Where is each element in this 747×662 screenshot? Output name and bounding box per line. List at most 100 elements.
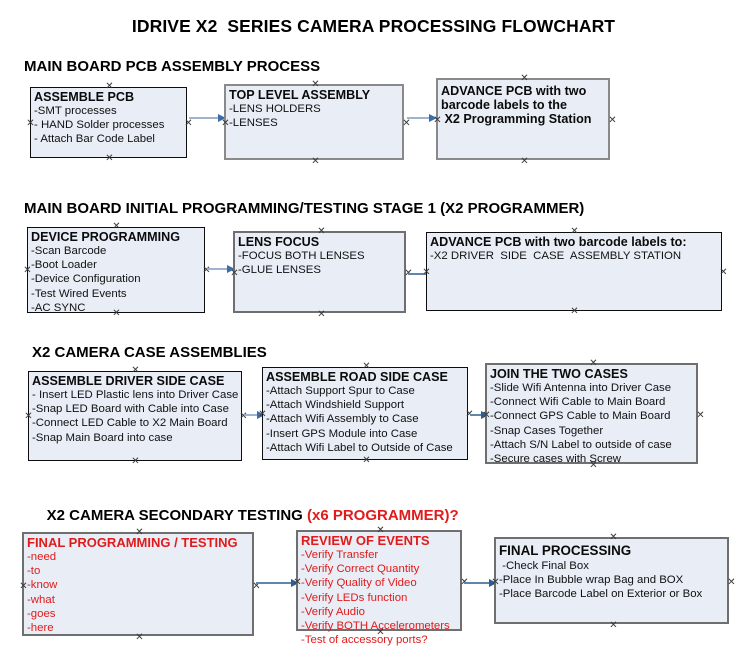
resize-handle-top[interactable] — [112, 222, 121, 231]
resize-handle-top[interactable] — [311, 80, 320, 89]
box-line: -Snap Cases Together — [490, 424, 604, 437]
resize-handle-bottom[interactable] — [520, 157, 529, 166]
resize-handle-top[interactable] — [317, 227, 326, 236]
resize-handle-left[interactable] — [24, 412, 33, 421]
section-heading-text: X2 CAMERA SECONDARY TESTING — [46, 507, 307, 524]
box-line: -Verify Quality of Video — [301, 577, 417, 590]
box-assemble-pcb[interactable]: ASSEMBLE PCB -SMT processes - HAND Solde… — [30, 87, 187, 158]
box-line: -need — [27, 551, 57, 563]
resize-handle-left[interactable] — [293, 578, 302, 587]
box-line: -FOCUS BOTH LENSES — [238, 250, 365, 262]
box-line: -Place In Bubble wrap Bag and BOX — [499, 574, 684, 587]
box-advance-pcb-to-x2-programming-station[interactable]: ADVANCE PCB with two barcode labels to t… — [436, 78, 610, 160]
resize-handle-right[interactable] — [719, 268, 728, 277]
resize-handle-top[interactable] — [589, 359, 598, 368]
resize-handle-top[interactable] — [105, 82, 114, 91]
resize-handle-left[interactable] — [258, 410, 267, 419]
resize-handle-bottom[interactable] — [135, 633, 144, 642]
box-lens-focus[interactable]: LENS FOCUS -FOCUS BOTH LENSES -GLUE LENS… — [233, 231, 406, 313]
box-line: -Verify Audio — [301, 605, 365, 618]
box-title: ASSEMBLE PCB — [34, 90, 135, 104]
box-line: -Place Barcode Label on Exterior or Box — [499, 588, 703, 601]
resize-handle-right[interactable] — [402, 119, 411, 128]
box-line: -Slide Wifi Antenna into Driver Case — [490, 382, 672, 394]
resize-handle-top[interactable] — [362, 362, 371, 371]
box-final-programming-testing[interactable]: FINAL PROGRAMMING / TESTING -need -to -k… — [22, 532, 254, 636]
resize-handle-top[interactable] — [570, 227, 579, 236]
resize-handle-bottom[interactable] — [317, 310, 326, 319]
box-line: -LENS HOLDERS — [229, 103, 321, 115]
resize-handle-left[interactable] — [26, 119, 35, 128]
resize-handle-top[interactable] — [520, 74, 529, 83]
resize-handle-bottom[interactable] — [112, 309, 121, 318]
box-line: -Attach Wifi Assembly to Case — [266, 413, 419, 426]
resize-handle-left[interactable] — [19, 582, 28, 591]
resize-handle-right[interactable] — [608, 116, 617, 125]
resize-handle-left[interactable] — [482, 411, 491, 420]
box-line: - Insert LED Plastic lens into Driver Ca… — [32, 389, 239, 401]
box-line: -Attach Support Spur to Case — [266, 385, 415, 397]
box-line: -Verify BOTH Accelerometers — [301, 620, 450, 633]
box-line: -here — [27, 622, 54, 635]
box-line-overflow: -Test of accessory ports? — [301, 634, 428, 647]
box-title: DEVICE PROGRAMMING — [31, 230, 181, 244]
resize-handle-left[interactable] — [422, 268, 431, 277]
box-line: -Connect Wifi Cable to Main Board — [490, 396, 666, 409]
box-title: ADVANCE PCB with two — [441, 84, 587, 98]
box-final-processing[interactable]: FINAL PROCESSING -Check Final Box -Place… — [494, 537, 729, 624]
box-line: - Attach Bar Code Label — [34, 133, 155, 146]
section-heading-main-board-pcb-assembly-process: MAIN BOARD PCB ASSEMBLY PROCESS — [24, 58, 321, 75]
resize-handle-bottom[interactable] — [609, 621, 618, 630]
box-assemble-driver-side-case[interactable]: ASSEMBLE DRIVER SIDE CASE - Insert LED P… — [28, 371, 242, 461]
box-top-level-assembly[interactable]: TOP LEVEL ASSEMBLY -LENS HOLDERS -LENSES — [224, 84, 404, 160]
resize-handle-left[interactable] — [433, 116, 442, 125]
resize-handle-bottom[interactable] — [362, 456, 371, 465]
box-title: JOIN THE TWO CASES — [490, 367, 628, 381]
box-line: -GLUE LENSES — [238, 264, 321, 277]
box-title: ASSEMBLE ROAD SIDE CASE — [266, 370, 448, 384]
box-line: -Test Wired Events — [31, 287, 127, 300]
box-line: -know — [27, 579, 58, 592]
box-line: -SMT processes — [34, 105, 117, 117]
resize-handle-bottom[interactable] — [376, 628, 385, 637]
box-join-the-two-cases[interactable]: JOIN THE TWO CASES -Slide Wifi Antenna i… — [482, 363, 698, 465]
resize-handle-left[interactable] — [221, 119, 230, 128]
resize-handle-left[interactable] — [23, 266, 32, 275]
box-line: -AC SYNC — [31, 301, 86, 314]
box-title: REVIEW OF EVENTS — [301, 533, 430, 548]
resize-handle-left[interactable] — [491, 578, 500, 587]
box-title: LENS FOCUS — [238, 235, 320, 249]
resize-handle-bottom[interactable] — [570, 307, 579, 316]
box-line: -LENSES — [229, 117, 278, 130]
box-line: -Boot Loader — [31, 259, 97, 272]
resize-handle-right[interactable] — [727, 578, 736, 587]
box-device-programming[interactable]: DEVICE PROGRAMMING -Scan Barcode -Boot L… — [27, 227, 205, 314]
section-heading-accent: (x6 PROGRAMMER)? — [306, 507, 459, 524]
resize-handle-top[interactable] — [135, 528, 144, 537]
resize-handle-right[interactable] — [696, 411, 705, 420]
box-line: -what — [27, 593, 55, 606]
resize-handle-top[interactable] — [131, 366, 140, 375]
box-review-of-events[interactable]: REVIEW OF EVENTS -Verify Transfer -Verif… — [293, 530, 462, 646]
resize-handle-top[interactable] — [609, 533, 618, 542]
connector-arrow — [189, 113, 226, 122]
section-heading-x2-camera-case-assemblies: X2 CAMERA CASE ASSEMBLIES — [32, 344, 267, 361]
box-line: -Connect GPS Cable to Main Board — [490, 410, 671, 423]
box-advance-pcb-to-driver-side-case-assembly[interactable]: ADVANCE PCB with two barcode labels to: … — [426, 232, 722, 311]
box-line: -Scan Barcode — [31, 245, 107, 257]
box-line: -Verify LEDs function — [301, 591, 408, 604]
box-title: FINAL PROCESSING — [499, 543, 632, 558]
resize-handle-bottom[interactable] — [131, 457, 140, 466]
resize-handle-top[interactable] — [376, 526, 385, 535]
box-line: -Device Configuration — [31, 273, 141, 286]
resize-handle-bottom[interactable] — [105, 154, 114, 163]
resize-handle-bottom[interactable] — [589, 461, 598, 470]
box-line: -Attach Wifi Label to Outside of Case — [266, 441, 453, 454]
resize-handle-left[interactable] — [230, 269, 239, 278]
resize-handle-bottom[interactable] — [311, 157, 320, 166]
box-line: -X2 DRIVER SIDE CASE ASSEMBLY STATION — [430, 250, 682, 262]
box-line: -Insert GPS Module into Case — [266, 427, 418, 440]
resize-handle-right[interactable] — [184, 119, 193, 128]
section-heading-main-board-initial-programming: MAIN BOARD INITIAL PROGRAMMING/TESTING S… — [24, 200, 585, 217]
box-assemble-road-side-case[interactable]: ASSEMBLE ROAD SIDE CASE -Attach Support … — [262, 367, 468, 460]
